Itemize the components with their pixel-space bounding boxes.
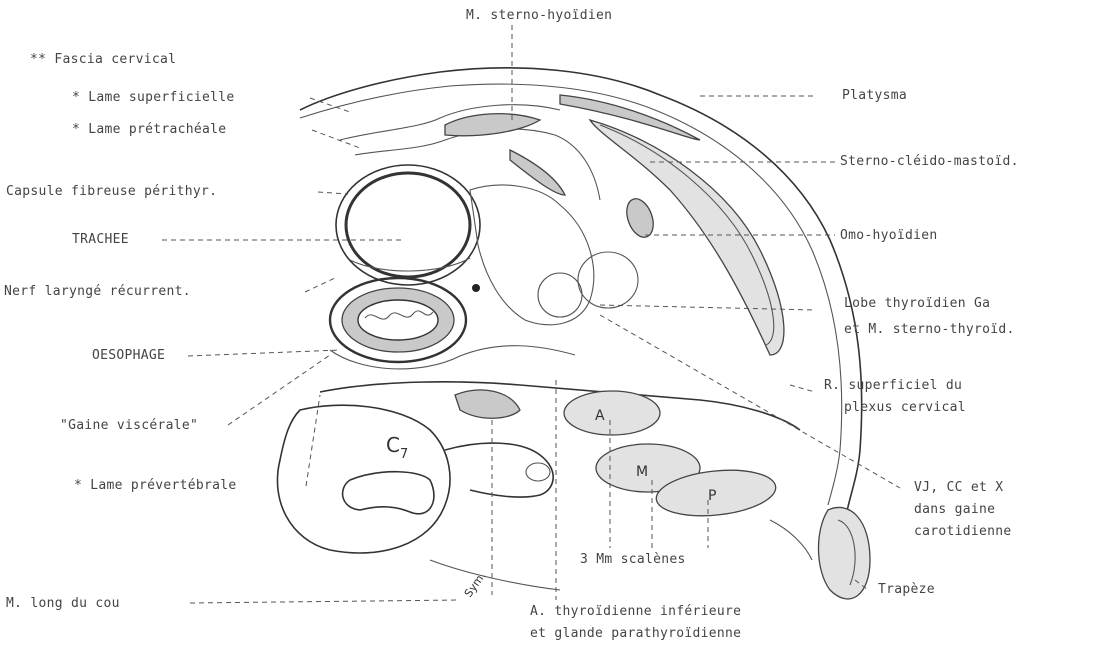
recurrent-nerve (472, 284, 480, 292)
scalene-anterior (564, 391, 660, 435)
trachea-lumen (346, 173, 470, 277)
posterior-fascia-2 (770, 520, 812, 560)
label-vj-1: VJ, CC et X (914, 480, 1003, 495)
leader-long-cou (190, 600, 460, 603)
thyroid-lobe (470, 185, 594, 325)
label-long-du-cou: M. long du cou (6, 596, 120, 611)
transverse-process (445, 443, 553, 497)
pretracheal-lamina (355, 129, 600, 200)
leader-oesophage (188, 350, 340, 356)
label-rameau-sup-1: R. superficiel du (824, 378, 962, 393)
c7-label: C7 (386, 433, 408, 462)
label-lame-prevertebrale: * Lame prévertébrale (74, 478, 237, 493)
label-capsule-fibreuse: Capsule fibreuse périthyr. (6, 184, 217, 199)
thyroid-vessel (538, 273, 582, 317)
thyroid-vessel-2 (578, 252, 638, 308)
label-mm-scalenes: 3 Mm scalènes (580, 552, 686, 567)
label-sterno-cleido: Sterno-cléido-mastoïd. (840, 154, 1019, 169)
label-sterno-hyoidien: M. sterno-hyoïdien (466, 8, 612, 23)
omo-hyoid-muscle (622, 195, 658, 241)
label-trapeze: Trapèze (878, 582, 935, 597)
leader-lobe (600, 305, 815, 310)
label-lame-superficielle: * Lame superficielle (72, 90, 235, 105)
label-rameau-sup-2: plexus cervical (844, 400, 966, 415)
label-nerf-laryngé: Nerf laryngé récurrent. (4, 284, 191, 299)
trapezius-muscle (818, 507, 870, 599)
longus-colli-muscle (455, 390, 520, 418)
label-trachee: TRACHEE (72, 232, 129, 247)
trachea (336, 165, 480, 285)
leader-nerf (305, 278, 335, 292)
label-lame-pretracheale: * Lame prétrachéale (72, 122, 226, 137)
scalene-m-label: M (636, 464, 648, 480)
posterior-fascia (430, 560, 560, 590)
sterno-hyoid-muscle (445, 114, 540, 136)
label-thyroidienne-2: et glande parathyroïdienne (530, 626, 741, 641)
leader-gaine (228, 355, 330, 425)
label-vj-3: carotidienne (914, 524, 1012, 539)
label-omo-hyoidien: Omo-hyoïdien (840, 228, 938, 243)
vertebral-artery (526, 463, 550, 481)
leader-capsule (318, 192, 348, 194)
leader-lame-pretracheale (312, 130, 360, 148)
scalene-a-label: A (595, 408, 605, 424)
label-oesophage: OESOPHAGE (92, 348, 165, 363)
label-vj-2: dans gaine (914, 502, 995, 517)
vertebra-foramen (343, 472, 434, 514)
label-platysma: Platysma (842, 88, 907, 103)
oesophagus-lumen (358, 300, 438, 340)
leader-rameau (790, 385, 815, 392)
label-thyroidienne-1: A. thyroïdienne inférieure (530, 604, 741, 619)
sym-label: Sym. (462, 570, 489, 600)
label-lobe-thyroidien-2: et M. sterno-thyroïd. (844, 322, 1015, 337)
scalene-p-label: P (708, 488, 716, 504)
sterno-thyroid-muscle (510, 150, 565, 195)
scm-muscle (590, 120, 784, 355)
label-lobe-thyroidien-1: Lobe thyroïdien Ga (844, 296, 990, 311)
label-gaine-viscerale: "Gaine viscérale" (60, 418, 198, 433)
label-fascia-cervical: ** Fascia cervical (30, 52, 176, 67)
